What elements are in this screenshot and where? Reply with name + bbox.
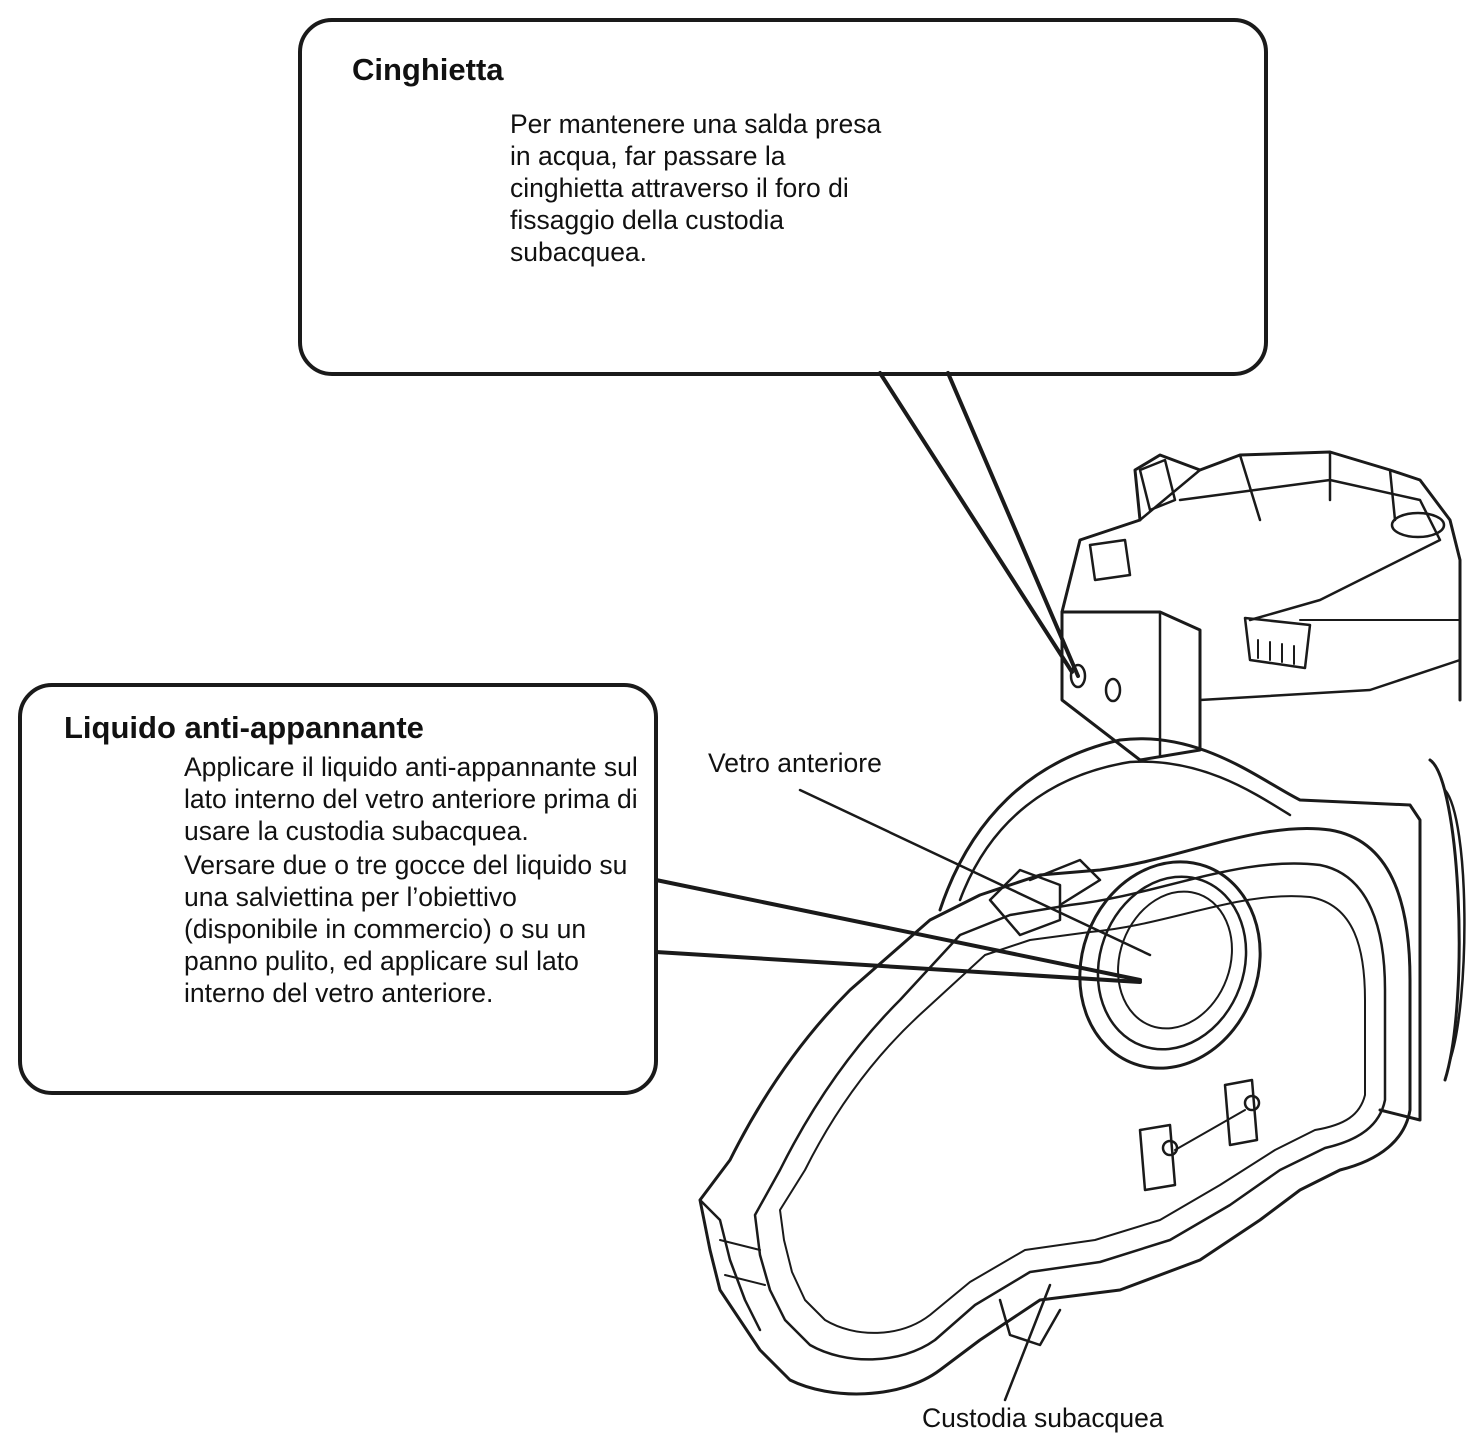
- housing-label: Custodia subacquea: [922, 1403, 1164, 1433]
- antifog-callout: Liquido anti-appannante Applicare il liq…: [18, 683, 658, 1095]
- strap-description: Per mantenere una salda presa in acqua, …: [510, 109, 882, 267]
- front-glass-label: Vetro anteriore: [708, 748, 882, 778]
- strap-heading: Cinghietta: [352, 52, 504, 87]
- antifog-paragraph-1: Applicare il liquido anti-appannante sul…: [184, 752, 638, 846]
- antifog-heading: Liquido anti-appannante: [64, 710, 424, 745]
- underwater-housing-illustration: [698, 450, 1466, 1396]
- strap-callout: Cinghietta Per mantenere una salda presa…: [298, 18, 1268, 376]
- antifog-description: Applicare il liquido anti-appannante sul…: [184, 751, 644, 1009]
- antifog-paragraph-2: Versare due o tre gocce del liquido su u…: [184, 850, 628, 1008]
